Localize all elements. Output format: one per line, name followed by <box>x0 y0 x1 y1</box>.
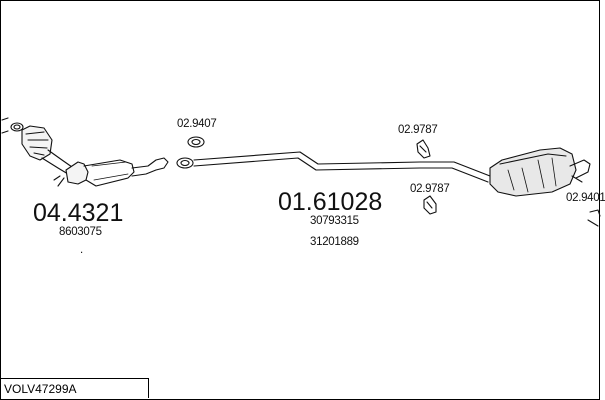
middle-pipe <box>193 151 491 183</box>
gasket-front <box>187 136 205 148</box>
rear-clamp <box>587 209 601 227</box>
rear-clamp-number: 02.9401 <box>566 192 605 204</box>
front-oem-number: 8603075 <box>59 226 102 238</box>
rear-silencer <box>489 147 591 197</box>
front-flange-gasket <box>1 117 24 134</box>
front-part-number: 04.4321 <box>33 199 124 227</box>
mid-flange <box>176 157 194 169</box>
catalytic-converter <box>21 125 169 187</box>
hanger-top-number: 02.9787 <box>398 124 438 136</box>
hanger-bottom <box>423 195 437 215</box>
mid-oem-number-1: 30793315 <box>310 215 359 227</box>
hanger-top <box>416 139 431 159</box>
gasket-front-number: 02.9407 <box>177 118 217 130</box>
diagram-code: VOLV47299A <box>4 382 77 396</box>
diagram-code-box: VOLV47299A <box>0 378 149 398</box>
hanger-bottom-number: 02.9787 <box>410 183 450 195</box>
mid-part-number: 01.61028 <box>278 188 383 216</box>
note-mark: . <box>80 244 83 256</box>
mid-oem-number-2: 31201889 <box>310 236 359 248</box>
